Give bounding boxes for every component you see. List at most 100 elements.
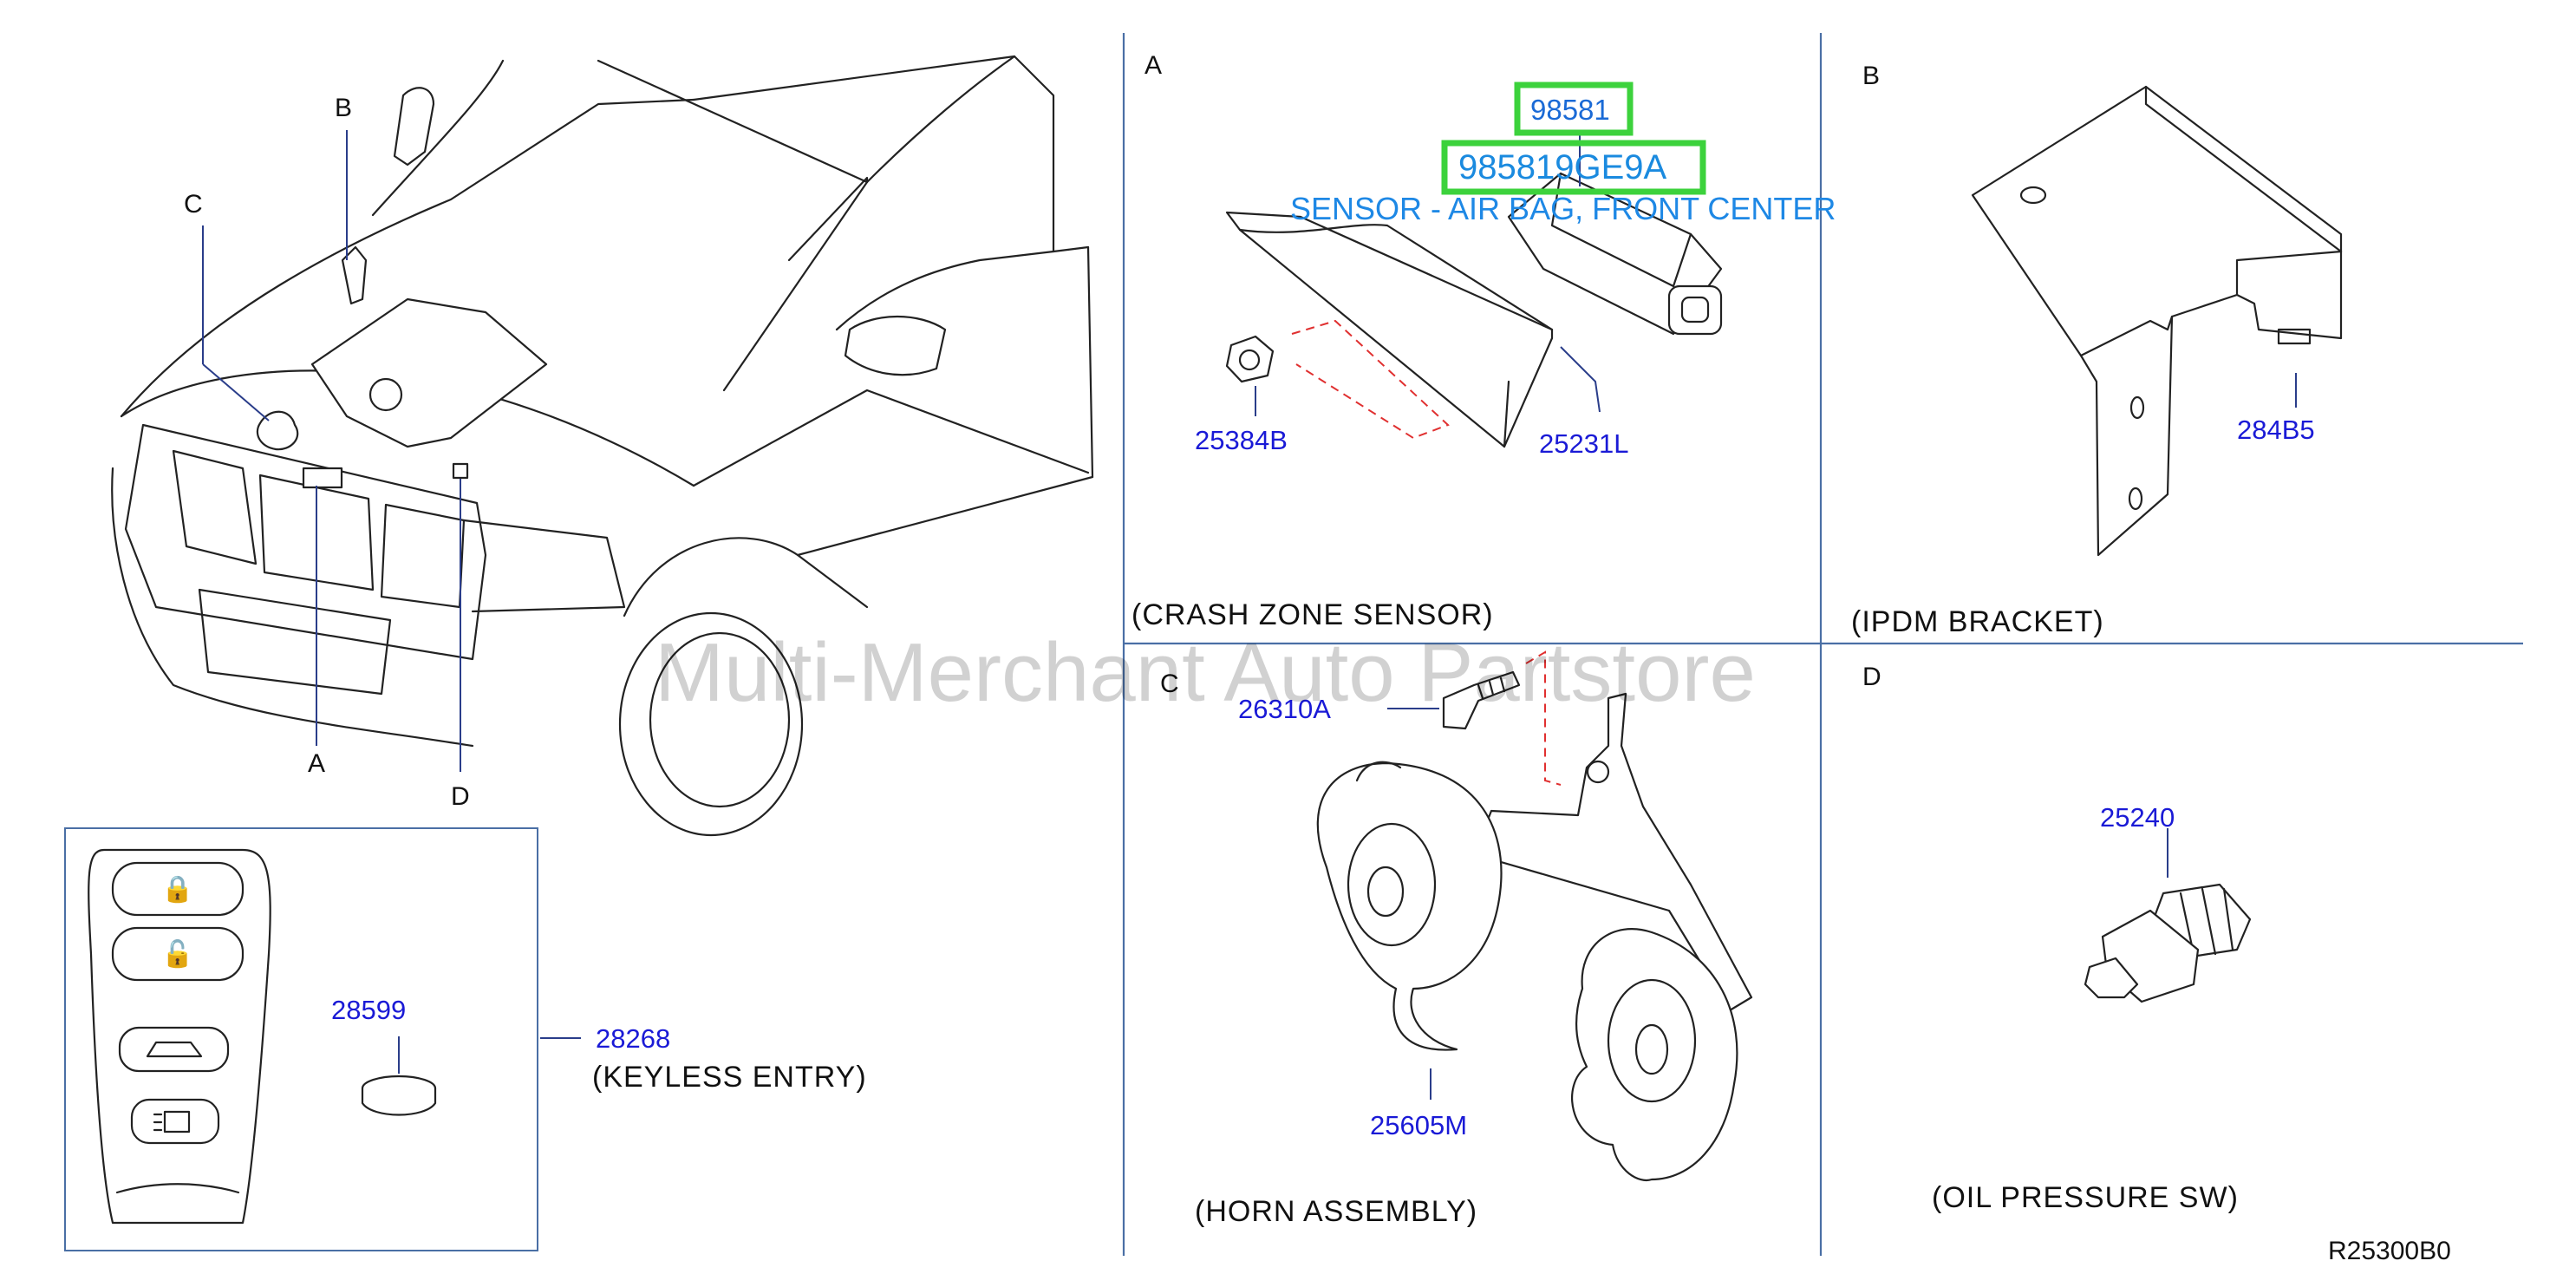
bolt-26310a: [1442, 670, 1521, 730]
side-mirror: [844, 315, 947, 376]
battery-side: [361, 1088, 437, 1116]
headlamp: [462, 519, 626, 613]
rocker: [796, 475, 1094, 557]
lock-icon: 🔒: [161, 875, 193, 904]
part-25240[interactable]: 25240: [2100, 802, 2175, 833]
fender-arch: [623, 537, 869, 617]
hood-right-edge: [692, 389, 1090, 487]
callout-a: A: [308, 749, 325, 778]
horn-low-diaphragm: [1607, 978, 1697, 1103]
hood-ornament: [393, 87, 435, 167]
part-985819ge9a[interactable]: 985819GE9A: [1458, 148, 1667, 186]
caption-keyless-entry: (KEYLESS ENTRY): [592, 1061, 867, 1094]
unlock-icon: 🔓: [161, 938, 193, 969]
keyless-entry-frame: [64, 827, 538, 1251]
section-a-crash-zone-sensor: A 25384B 25231L 98581 985819GE9A SENSOR …: [1131, 51, 1836, 631]
part-28268[interactable]: 28268: [596, 1023, 670, 1054]
fob-seam: [115, 1183, 240, 1194]
hatch-icon: [146, 1041, 203, 1058]
bracket-hole-bottom: [2128, 487, 2143, 511]
door-line: [835, 245, 1090, 331]
front-fascia: [124, 423, 487, 661]
bolt-threads: [1477, 676, 1506, 700]
part-25384b[interactable]: 25384B: [1195, 425, 1288, 455]
sensor-bracket-25231l: [1225, 211, 1554, 448]
callout-c: C: [184, 190, 203, 219]
section-dividers: [1122, 33, 2523, 1256]
sensor-face: [1550, 172, 1692, 288]
windshield-left: [371, 59, 505, 217]
front-rim: [649, 631, 791, 808]
part-284b5[interactable]: 284B5: [2237, 415, 2315, 445]
section-c-horn-assembly: C 26310A 25605M (HORN ASSEMBLY): [1160, 650, 1753, 1228]
windshield-frame: [597, 59, 869, 392]
horn-high-diaphragm: [1347, 822, 1437, 947]
caption-crash-zone-sensor: (CRASH ZONE SENSOR): [1131, 598, 1494, 631]
cab-top: [692, 55, 1055, 253]
keyless-entry-group: 🔒 🔓 28599 28268 (KEYLESS ENTRY): [64, 827, 867, 1251]
callout-d: D: [451, 782, 470, 811]
section-label-b: B: [1862, 62, 1880, 90]
crash-sensor-location: [302, 467, 343, 489]
engine-cover: [310, 297, 548, 448]
bracket-top-edge: [2144, 85, 2343, 253]
bracket-hole-mid: [2129, 395, 2145, 420]
sensor-connector: [1667, 284, 1723, 336]
part-28599[interactable]: 28599: [331, 995, 406, 1025]
bumper: [111, 467, 474, 748]
horn-low: [1571, 928, 1738, 1182]
horn-high-terminal: [1355, 761, 1402, 782]
part-98581[interactable]: 98581: [1530, 94, 1610, 126]
section-label-c: C: [1160, 670, 1179, 698]
horn-high: [1316, 761, 1503, 1051]
bracket-tab: [2235, 250, 2343, 297]
grille-left: [172, 449, 258, 565]
section-label-d: D: [1862, 663, 1881, 691]
unlock-button: [111, 926, 245, 982]
a-pillar: [787, 176, 869, 262]
bracket-bolt-hole: [1586, 760, 1610, 784]
oil-cap: [368, 377, 403, 412]
part-25605m[interactable]: 25605M: [1370, 1110, 1467, 1140]
oil-switch-thread: [2084, 957, 2139, 999]
caption-oil-pressure-sw: (OIL PRESSURE SW): [1932, 1181, 2239, 1214]
vehicle-callouts: B C A D: [184, 94, 470, 811]
watermark: Multi-Merchant Auto Partstore: [655, 626, 1756, 719]
diagram-code: R25300B0: [2328, 1237, 2451, 1265]
section-b-ipdm-bracket: B 284B5 (IPDM BRACKET): [1851, 62, 2343, 638]
bracket-hole-top: [2019, 186, 2047, 205]
highlight-box-985819ge9a: [1441, 140, 1706, 195]
grille-center: [258, 474, 375, 591]
panic-button: [130, 1098, 220, 1145]
section-label-a: A: [1145, 51, 1162, 80]
bracket-edge: [1503, 380, 1510, 448]
leader-25231l: [1560, 346, 1601, 413]
ipdm-bracket-284b5: [1971, 85, 2343, 557]
part-description: SENSOR - AIR BAG, FRONT CENTER: [1290, 191, 1836, 226]
leader-c-2: [202, 363, 270, 421]
bracket-fold: [1238, 224, 1554, 331]
horn-location: [256, 410, 299, 451]
horn-low-center: [1634, 1023, 1669, 1075]
lower-grille: [198, 588, 392, 696]
horn-high-center: [1366, 866, 1405, 918]
caption-horn-assembly: (HORN ASSEMBLY): [1195, 1195, 1477, 1228]
caption-ipdm-bracket: (IPDM BRACKET): [1851, 605, 2104, 638]
roof-line: [865, 55, 1016, 184]
section-d-oil-pressure-sw: D 25240 (OIL PRESSURE SW): [1862, 663, 2252, 1214]
rear-hatch-button: [118, 1026, 230, 1073]
nut-hole: [1238, 349, 1261, 371]
callout-b: B: [335, 94, 352, 122]
dashed-guide-nut: [1291, 319, 1450, 440]
part-26310a[interactable]: 26310A: [1238, 694, 1331, 724]
lock-button: [111, 861, 245, 917]
nut-25384b: [1225, 335, 1275, 383]
oil-switch-location: [452, 462, 469, 480]
front-tire: [618, 611, 804, 837]
part-25231l[interactable]: 25231L: [1539, 428, 1628, 459]
bracket-bend: [2079, 315, 2174, 357]
bracket-slot: [2277, 328, 2312, 345]
ipdm-bracket-location: [341, 245, 368, 305]
highlight-box-98581: [1514, 82, 1634, 136]
